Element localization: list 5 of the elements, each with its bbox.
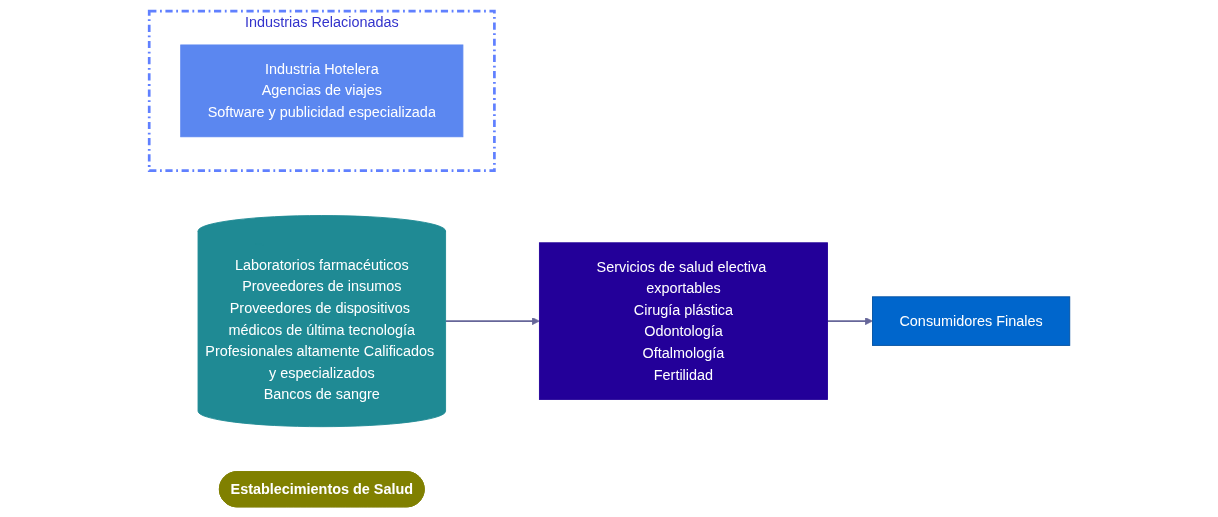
node-box: Consumidores Finales	[871, 295, 1070, 346]
node-box: Industria Hotelera Agencias de viajes Software y publicidad especializada	[179, 44, 463, 137]
arrow	[826, 316, 873, 325]
arrow	[444, 316, 540, 325]
node-box: Servicios de salud electiva exportables Cirugía plástica Odontología Oftalmología Fertilidad	[538, 241, 828, 400]
